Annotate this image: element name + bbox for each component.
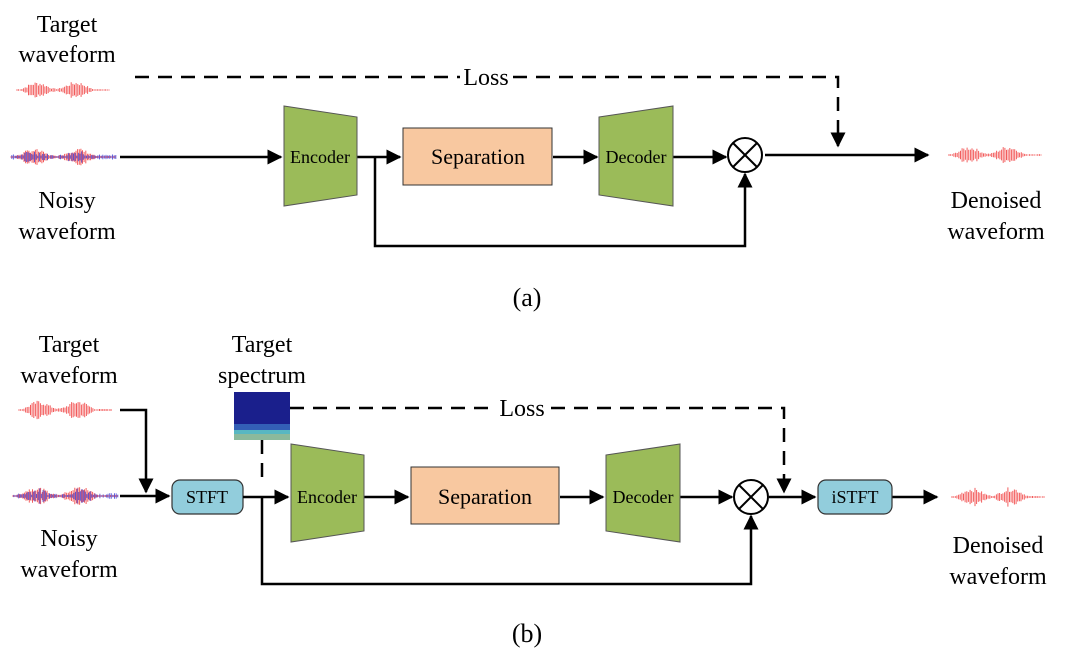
- panel-a: Target waveform Noisy waveform Loss Enco…: [10, 12, 1045, 312]
- decoder-label-a: Decoder: [606, 147, 667, 167]
- separation-block-b: [410, 466, 560, 525]
- noisy-waveform-icon: [10, 148, 117, 166]
- encoder-block-b: [290, 443, 365, 543]
- waveform-trace: [16, 82, 110, 98]
- denoised-waveform-label-line1-b: Denoised: [953, 533, 1044, 559]
- waveform-trace: [18, 400, 112, 420]
- noise-trace: [13, 488, 119, 504]
- loss-label-a: Loss: [463, 65, 508, 91]
- denoised-waveform-icon-b: [951, 487, 1045, 507]
- skip-connection-a: [373, 157, 753, 248]
- target-spectrum-label-line2: spectrum: [218, 363, 306, 389]
- target-waveform-label-line1-b: Target: [39, 332, 100, 358]
- decoder-block-b: [605, 443, 681, 543]
- istft-block: [817, 479, 893, 515]
- skip-connection-b: [260, 497, 759, 586]
- encoder-label-a: Encoder: [290, 147, 350, 167]
- target-waveform-icon-b: [18, 400, 112, 420]
- waveform-trace: [948, 147, 1042, 163]
- noisy-waveform-icon-b: [12, 487, 119, 505]
- denoised-waveform-icon-a: [948, 147, 1042, 163]
- noisy-waveform-label-line1-b: Noisy: [40, 526, 97, 552]
- noisy-waveform-label-line1: Noisy: [38, 188, 95, 214]
- encoder-block-a: [283, 105, 358, 207]
- denoised-waveform-label-line1-a: Denoised: [951, 188, 1042, 214]
- decoder-block-a: [598, 105, 674, 207]
- waveform-trace: [12, 487, 118, 505]
- target-waveform-label-line2-b: waveform: [20, 363, 118, 389]
- loss-dash-right: [513, 75, 846, 148]
- decoder-label-b: Decoder: [613, 487, 674, 507]
- noisy-waveform-label-line2: waveform: [18, 219, 116, 245]
- loss-label-b: Loss: [499, 396, 544, 422]
- separation-label-a: Separation: [431, 144, 525, 169]
- target-waveform-icon: [16, 82, 110, 98]
- waveform-trace: [951, 487, 1045, 507]
- denoised-waveform-label-line2-b: waveform: [949, 564, 1047, 590]
- target-waveform-label-line1: Target: [37, 12, 98, 38]
- spectrum-image: [234, 392, 290, 440]
- multiply-icon-a: [727, 137, 763, 173]
- caption-b: (b): [512, 619, 542, 648]
- noisy-waveform-label-line2-b: waveform: [20, 557, 118, 583]
- denoised-waveform-label-line2-a: waveform: [947, 219, 1045, 245]
- target-spectrum-label-line1: Target: [232, 332, 293, 358]
- target-waveform-label-line2: waveform: [18, 42, 116, 68]
- waveform-trace: [10, 148, 116, 166]
- encoder-label-b: Encoder: [297, 487, 357, 507]
- multiply-icon-b: [733, 479, 769, 515]
- caption-a: (a): [513, 283, 542, 312]
- target-to-stft-arrow: [120, 408, 154, 494]
- noise-trace: [11, 151, 117, 163]
- stft-label: STFT: [186, 487, 228, 507]
- loss-dash-right-b: [551, 406, 792, 494]
- istft-label: iSTFT: [831, 487, 878, 507]
- panel-b: Target waveform Target spectrum Noisy wa…: [12, 332, 1047, 648]
- separation-label-b: Separation: [438, 484, 532, 509]
- separation-block-a: [402, 127, 553, 186]
